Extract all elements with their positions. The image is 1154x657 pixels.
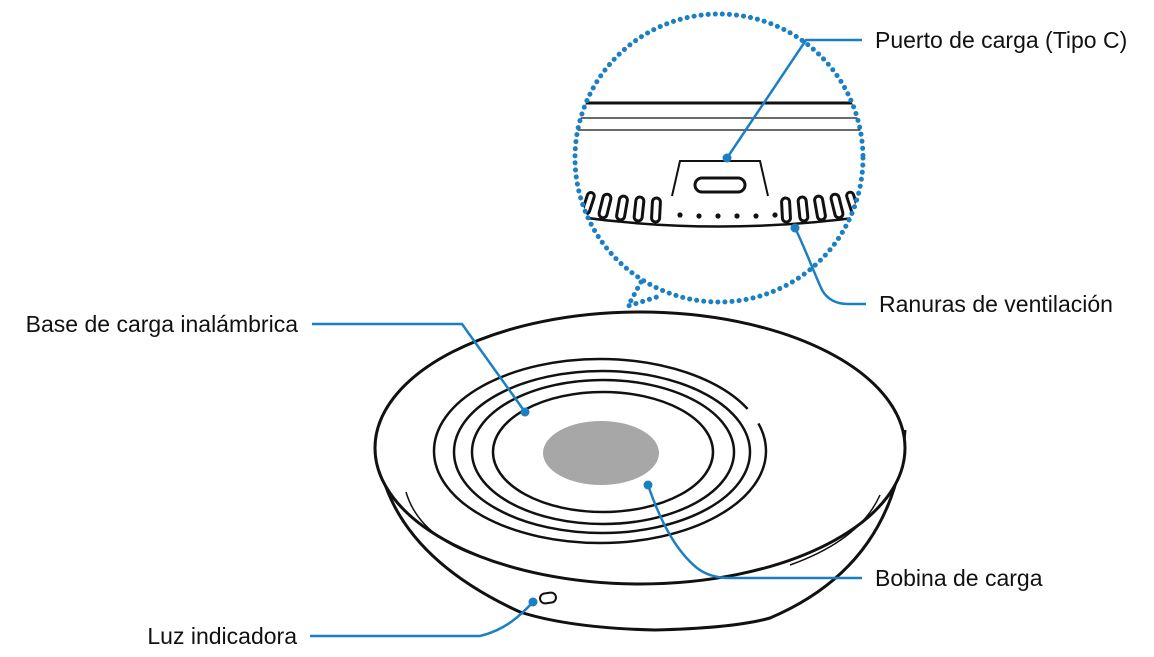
label-port: Puerto de carga (Tipo C) (875, 27, 1127, 53)
leader-lines (310, 38, 866, 638)
indicator-light-icon (539, 591, 557, 605)
leader-coil (646, 484, 862, 580)
leader-led (310, 601, 534, 638)
label-coil: Bobina de carga (875, 565, 1043, 591)
pad-inner-rim (405, 491, 491, 561)
leader-port (725, 38, 862, 159)
leader-base (312, 322, 527, 413)
label-vents: Ranuras de ventilación (879, 291, 1113, 317)
port-housing (671, 160, 769, 197)
callout-pointer (622, 279, 663, 311)
zoom-callout-circle (572, 11, 866, 305)
leader-vents (793, 227, 866, 306)
vent-slots-left (581, 191, 662, 224)
usb-c-port-icon (693, 176, 747, 194)
coil-rings (432, 357, 768, 545)
pad-inner-rim (789, 494, 881, 566)
charger-pad (373, 310, 907, 632)
label-led: Luz indicadora (147, 623, 297, 649)
zoom-detail (575, 101, 863, 228)
zoom-bottom-curve (575, 213, 863, 228)
vent-slots-right (780, 190, 860, 224)
label-base: Base de carga inalámbrica (26, 311, 299, 337)
charging-coil (543, 421, 659, 485)
vent-dots (677, 212, 778, 219)
leader-dots (520, 153, 800, 607)
